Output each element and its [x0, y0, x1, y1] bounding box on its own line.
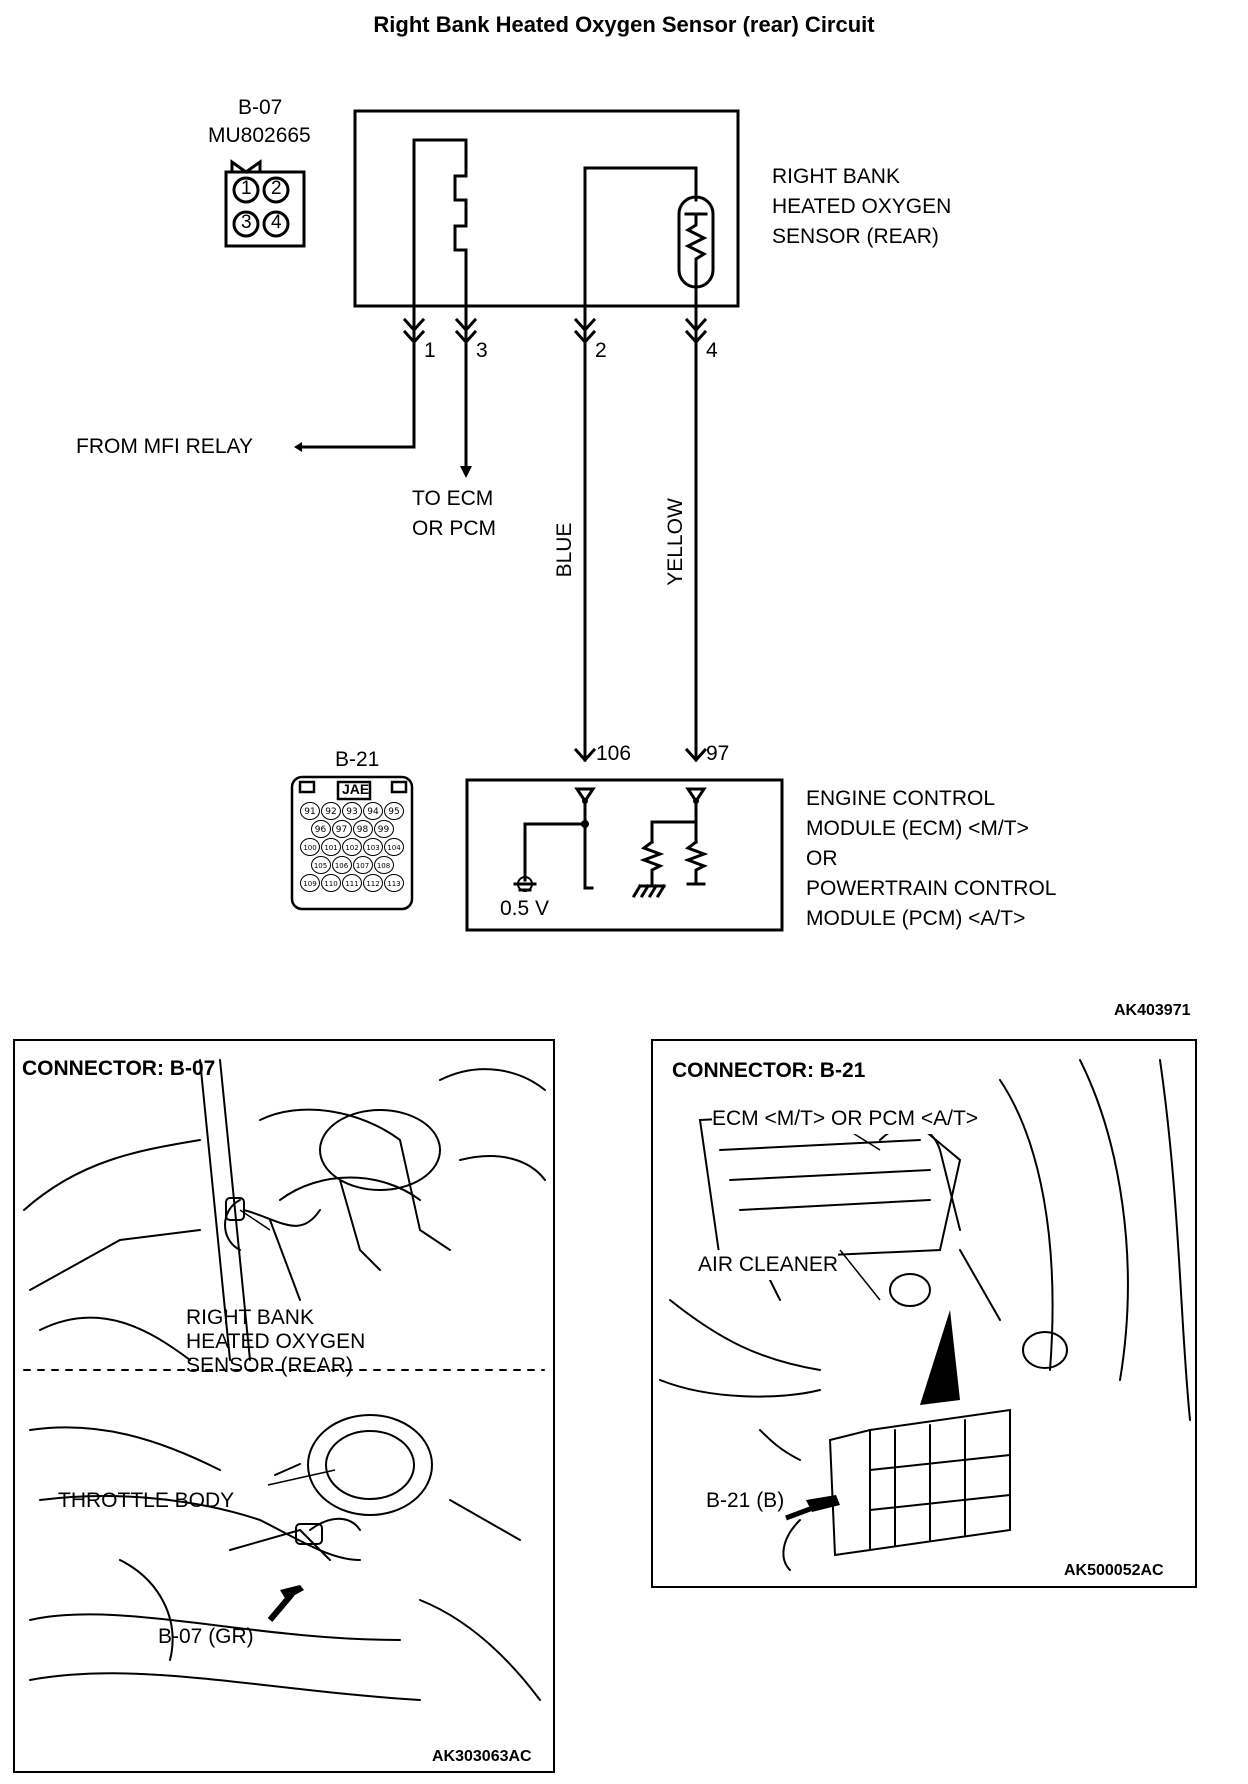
wire-color-yellow: YELLOW — [664, 498, 687, 586]
terminal-2: 2 — [595, 339, 607, 362]
b07-location-illustration — [23, 1059, 546, 1701]
heater-element — [412, 138, 468, 308]
diagram-code: AK403971 — [1114, 1002, 1191, 1019]
b21-pin: 112 — [363, 874, 383, 892]
b07-part-number: MU802665 — [208, 124, 311, 147]
ecm-terminal-97: 97 — [706, 742, 730, 765]
b21-pin: 97 — [331, 820, 352, 838]
b21-pin: 113 — [384, 874, 404, 892]
b21-connector-face — [290, 775, 414, 911]
b21-pin: 91 — [300, 802, 320, 820]
b07-pin-2: 2 — [271, 178, 282, 199]
panel-left-connector-callout: B-07 (GR) — [158, 1625, 254, 1648]
b21-pin: 93 — [342, 802, 362, 820]
terminal-3: 3 — [476, 339, 488, 362]
b07-pin-3: 3 — [241, 212, 252, 233]
b21-pin: 110 — [321, 874, 341, 892]
diagram-title: Right Bank Heated Oxygen Sensor (rear) C… — [373, 12, 875, 37]
ecm-terminal-106: 106 — [596, 742, 632, 765]
b21-pin: 108 — [373, 856, 394, 874]
b21-pin: 101 — [321, 838, 341, 856]
b21-pin: 100 — [300, 838, 320, 856]
panel-right-connector-callout: B-21 (B) — [706, 1486, 785, 1516]
terminal-4: 4 — [706, 339, 718, 362]
b21-pin: 111 — [342, 874, 362, 892]
b21-pin: 102 — [342, 838, 362, 856]
b21-connector-name: B-21 — [335, 748, 380, 771]
panel-left-code: AK303063AC — [432, 1748, 532, 1765]
to-ecm-label: TO ECM OR PCM — [412, 487, 496, 540]
b21-pin: 96 — [310, 820, 331, 838]
wire-color-blue: BLUE — [553, 522, 576, 578]
from-mfi-relay-label: FROM MFI RELAY — [76, 435, 253, 458]
panel-left-sensor-callout: RIGHT BANK HEATED OXYGEN SENSOR (REAR) — [186, 1306, 366, 1377]
b21-pin: 103 — [363, 838, 383, 856]
b21-pin: 106 — [331, 856, 352, 874]
b21-pin: 105 — [310, 856, 331, 874]
panel-right-frame — [651, 1039, 1197, 1588]
voltage-label: 0.5 V — [500, 897, 550, 920]
panel-right-code: AK500052AC — [1064, 1562, 1164, 1579]
terminal-1: 1 — [424, 339, 436, 362]
b21-pin: 92 — [321, 802, 341, 820]
b07-connector-name: B-07 — [238, 96, 283, 119]
panel-right-air-cleaner: AIR CLEANER — [698, 1250, 839, 1280]
b07-connector-face — [224, 159, 306, 248]
panel-left-frame — [13, 1039, 555, 1773]
b21-pin: 99 — [373, 820, 394, 838]
b21-pin: 94 — [363, 802, 383, 820]
sensor-label: RIGHT BANK HEATED OXYGEN SENSOR (REAR) — [772, 165, 952, 248]
panel-right-ecm-callout: ECM <M/T> OR PCM <A/T> — [712, 1104, 979, 1134]
b21-pin: 95 — [384, 802, 404, 820]
panel-right-heading: CONNECTOR: B-21 — [672, 1059, 866, 1082]
b21-brand: JAE — [342, 781, 370, 797]
ecm-label: ENGINE CONTROL MODULE (ECM) <M/T> OR POW… — [806, 787, 1057, 930]
sensor-box — [353, 109, 740, 308]
b07-pin-1: 1 — [241, 178, 252, 199]
b21-pin: 107 — [352, 856, 373, 874]
ecm-box — [465, 778, 784, 932]
b21-pin: 109 — [300, 874, 320, 892]
b07-pin-4: 4 — [271, 212, 282, 233]
panel-left-heading: CONNECTOR: B-07 — [22, 1057, 216, 1080]
b21-pin: 104 — [384, 838, 404, 856]
b21-pin: 98 — [352, 820, 373, 838]
panel-left-throttle: THROTTLE BODY — [58, 1489, 235, 1512]
